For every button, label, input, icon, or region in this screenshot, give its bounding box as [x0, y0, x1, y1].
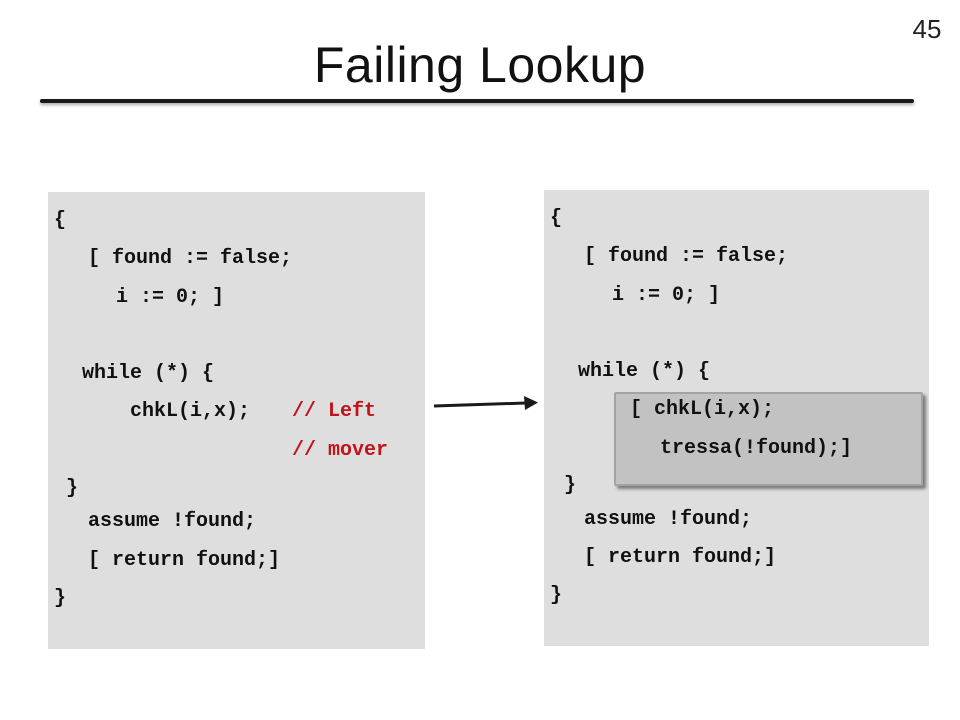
- right-code-line-2: [ found := false;: [584, 245, 789, 268]
- right-code-line-10: }: [550, 584, 563, 607]
- right-code-line-6: tressa(!found);]: [660, 437, 853, 460]
- left-code-panel: [48, 192, 425, 649]
- highlighted-block: [614, 392, 923, 486]
- slide-title: Failing Lookup: [313, 37, 647, 93]
- right-code-line-7: }: [564, 474, 577, 497]
- left-code-comment-left: // Left: [292, 400, 377, 423]
- left-code-line-9: [ return found;]: [88, 549, 281, 572]
- right-code-line-9: [ return found;]: [584, 546, 777, 569]
- right-code-line-4: while (*) {: [578, 360, 711, 383]
- page-number: 45: [912, 14, 942, 44]
- right-code-line-8: assume !found;: [584, 508, 753, 531]
- left-code-line-7: }: [66, 477, 79, 500]
- left-code-line-3: i := 0; ]: [116, 286, 225, 309]
- left-code-line-2: [ found := false;: [88, 247, 293, 270]
- left-code-line-5: chkL(i,x);: [130, 400, 251, 423]
- right-code-line-1: {: [550, 207, 563, 230]
- right-code-line-5: [ chkL(i,x);: [630, 398, 775, 421]
- left-code-line-1: {: [54, 209, 67, 232]
- left-code-comment-mover: // mover: [292, 439, 389, 462]
- transform-arrow-icon: [433, 396, 538, 410]
- left-code-line-10: }: [54, 587, 67, 610]
- right-code-line-3: i := 0; ]: [612, 284, 721, 307]
- title-underline: [40, 99, 914, 103]
- left-code-line-4: while (*) {: [82, 362, 215, 385]
- left-code-line-8: assume !found;: [88, 510, 257, 533]
